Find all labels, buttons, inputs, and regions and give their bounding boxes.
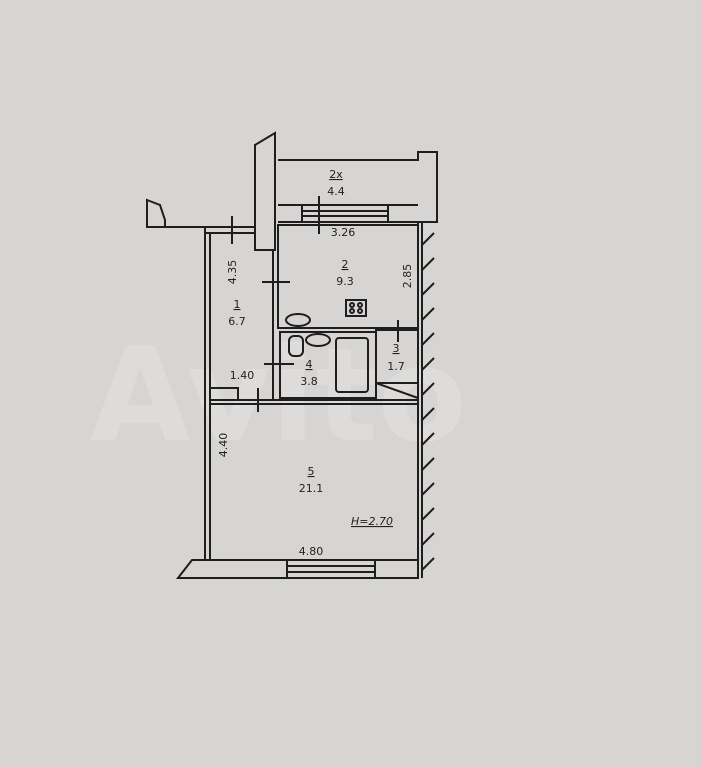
dim-kitchen-length: 2.85 (401, 264, 414, 289)
walls (146, 131, 438, 579)
room-area-closet: 1.7 (387, 360, 405, 373)
room-label-bathroom: 4 (306, 358, 313, 371)
room-label-balcony: 2х (329, 168, 343, 181)
dim-hall-width: 1.40 (230, 369, 255, 382)
labels: 2х 4.4 3.26 2 9.3 2.85 4.35 1 6.7 3 1.7 … (217, 168, 414, 558)
room-area-bathroom: 3.8 (300, 375, 318, 388)
room-label-kitchen: 2 (342, 258, 349, 271)
room-area-living: 21.1 (299, 482, 324, 495)
dim-living-width: 4.80 (299, 545, 324, 558)
ceiling-height: H=2.70 (351, 515, 393, 528)
room-label-hall: 1 (234, 298, 241, 311)
room-area-hall: 6.7 (228, 315, 246, 328)
room-area-kitchen: 9.3 (336, 275, 354, 288)
dim-hall-length: 4.35 (226, 260, 239, 285)
dim-balcony-width: 3.26 (331, 226, 356, 239)
room-label-living: 5 (308, 465, 315, 478)
room-area-balcony: 4.4 (327, 185, 345, 198)
watermark: Avito (90, 319, 467, 471)
dim-living-length: 4.40 (217, 433, 230, 458)
room-label-closet: 3 (393, 342, 400, 355)
